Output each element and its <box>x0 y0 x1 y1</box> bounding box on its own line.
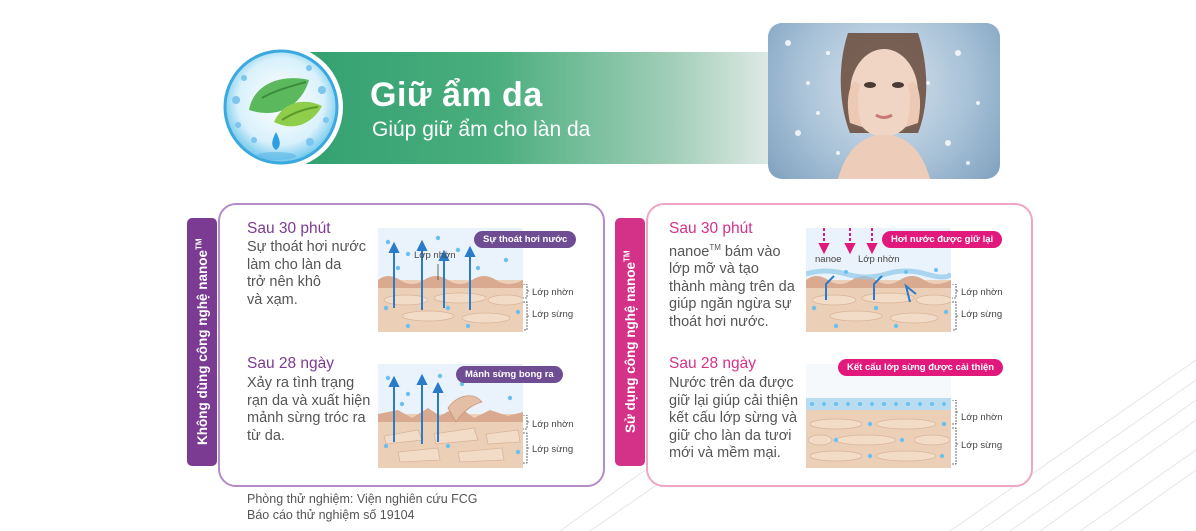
desc-line: lớp mỡ và tạo <box>669 261 759 278</box>
side-label-text: Sử dụng công nghệ nanoe <box>622 262 638 434</box>
trademark-mark: TM <box>709 243 721 252</box>
label-horny-layer: Lớp sừng <box>532 309 574 320</box>
label-horny-layer: Lớp sừng <box>532 444 574 455</box>
right-block1-heading: Sau 30 phút <box>669 220 753 237</box>
face-photo <box>768 23 1000 179</box>
desc-line: Nước trên da được <box>669 375 794 391</box>
left-block2-heading: Sau 28 ngày <box>247 355 335 372</box>
label-horny-layer: Lớp sừng <box>961 440 1003 451</box>
skin-diagram-flaking <box>378 364 523 468</box>
label-oil-layer-top: Lớp nhờn <box>414 250 456 261</box>
page-title: Giữ ẩm da <box>370 76 543 114</box>
callout-evaporation: Sự thoát hơi nước <box>474 231 577 248</box>
desc-line-rest: bám vào <box>720 243 781 260</box>
label-nanoe: nanoe <box>815 254 842 265</box>
desc-line: Xảy ra tình trạng <box>247 375 355 391</box>
arrow-up-icon <box>388 373 444 444</box>
leaf-water-icon <box>219 45 343 169</box>
desc-line: Sự thoát hơi nước <box>247 239 367 255</box>
layer-bracket <box>523 284 530 331</box>
desc-line: và xạm. <box>247 291 298 308</box>
right-block2-description: Nước trên da được giữ lại giúp cải thiện… <box>669 375 798 463</box>
desc-line: giúp ngăn ngừa sự <box>669 296 792 313</box>
desc-line: trở nên khô <box>247 274 321 290</box>
side-label-without-nanoe: Không dùng công nghệ nanoeTM <box>187 218 217 466</box>
left-block1-description: Sự thoát hơi nước làm cho làn da trở nên… <box>247 239 366 309</box>
callout-texture-improved: Kết cấu lớp sừng được cải thiện <box>838 359 1004 376</box>
arrow-down-icon <box>818 228 878 255</box>
trademark-mark: TM <box>194 238 204 251</box>
desc-line: rạn da và xuất hiện <box>247 392 371 409</box>
label-oil-layer: Lớp nhờn <box>961 412 1003 423</box>
right-block2-heading: Sau 28 ngày <box>669 355 757 372</box>
label-oil-layer: Lớp nhờn <box>532 419 574 430</box>
desc-line: làm cho làn da <box>247 256 342 273</box>
side-label-text: Không dùng công nghệ nanoe <box>194 250 210 446</box>
left-block2-description: Xảy ra tình trạng rạn da và xuất hiện mả… <box>247 375 370 445</box>
layer-bracket <box>952 400 959 465</box>
left-block1-heading: Sau 30 phút <box>247 220 331 237</box>
footer-report: Báo cáo thử nghiệm số 19104 <box>247 508 415 522</box>
arrow-up-icon <box>388 239 476 310</box>
callout-flaking: Mảnh sừng bong ra <box>456 366 563 383</box>
desc-line: thành màng trên da <box>669 278 795 295</box>
footer-lab: Phòng thử nghiệm: Viện nghiên cứu FCG <box>247 492 478 506</box>
desc-line: mảnh sừng tróc ra <box>247 410 366 426</box>
skin-diagram-retention <box>806 228 951 332</box>
nanoe-word: nanoe <box>669 243 710 260</box>
desc-line: giữ lại giúp cải thiện <box>669 392 799 409</box>
desc-line: giữ cho làn da tươi <box>669 427 792 444</box>
skin-diagram-evaporation <box>378 228 523 332</box>
desc-line: từ da. <box>247 427 285 444</box>
face-illustration <box>785 33 980 179</box>
callout-water-retained: Hơi nước được giữ lại <box>882 231 1003 248</box>
layer-bracket <box>523 415 530 464</box>
label-oil-layer: Lớp nhờn <box>961 287 1003 298</box>
desc-line: kết cấu lớp sừng và <box>669 410 798 426</box>
label-horny-layer: Lớp sừng <box>961 309 1003 320</box>
label-oil-layer: Lớp nhờn <box>532 287 574 298</box>
desc-line: nanoeTM bám vào <box>669 239 795 261</box>
skin-diagram-improved <box>806 364 951 468</box>
label-oil-layer-top: Lớp nhờn <box>858 254 900 265</box>
water-drop-icon <box>272 132 280 150</box>
header-banner <box>262 52 782 164</box>
page-subtitle: Giúp giữ ẩm cho làn da <box>372 118 591 141</box>
side-label-with-nanoe: Sử dụng công nghệ nanoeTM <box>615 218 645 466</box>
desc-line: thoát hơi nước. <box>669 313 769 330</box>
trademark-mark: TM <box>622 250 632 263</box>
layer-bracket <box>952 284 959 331</box>
right-block1-description: nanoeTM bám vào lớp mỡ và tạo thành màng… <box>669 239 795 331</box>
desc-line: mới và mềm mại. <box>669 445 781 461</box>
